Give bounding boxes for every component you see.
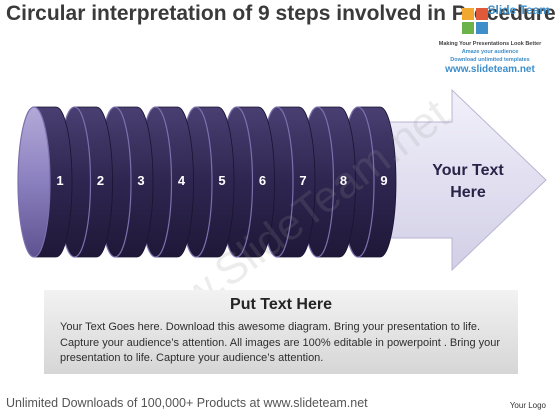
brand-line-3: Download unlimited templates (450, 57, 530, 63)
brand-url: www.slideteam.net (445, 64, 535, 75)
brand-line-2: Amaze your audience (461, 49, 519, 55)
arrow-text: Your Text Here (420, 160, 516, 204)
arrow-text-line-2: Here (450, 184, 486, 201)
step-label-4: 4 (177, 173, 186, 188)
step-label-2: 2 (96, 173, 105, 188)
footer-logo: Your Logo (509, 401, 546, 410)
step-disc-1 (17, 106, 73, 258)
arrow-text-line-1: Your Text (432, 162, 504, 179)
brand-tagline: Making Your Presentations Look Better (438, 41, 542, 47)
step-label-6: 6 (258, 173, 267, 188)
page-title: Circular interpretation of 9 steps invol… (6, 2, 556, 25)
step-label-3: 3 (137, 173, 145, 188)
brand-name: Slide Team (487, 3, 550, 17)
footer-text: Unlimited Downloads of 100,000+ Products… (6, 396, 368, 410)
brand-logo: Slide Team Making Your Presentations Loo… (426, 4, 554, 80)
step-label-8: 8 (339, 173, 348, 188)
step-label-9: 9 (380, 173, 388, 188)
text-box-title: Put Text Here (230, 296, 332, 313)
step-disc-face (17, 106, 51, 258)
step-label-5: 5 (218, 173, 226, 188)
slide-team-logo-icon (462, 8, 488, 34)
text-box: Put Text Here Your Text Goes here. Downl… (44, 290, 518, 374)
disc-stack (17, 106, 397, 258)
step-label-1: 1 (56, 173, 64, 188)
text-box-body: Your Text Goes here. Download this aweso… (60, 321, 501, 364)
step-label-7: 7 (299, 173, 307, 188)
